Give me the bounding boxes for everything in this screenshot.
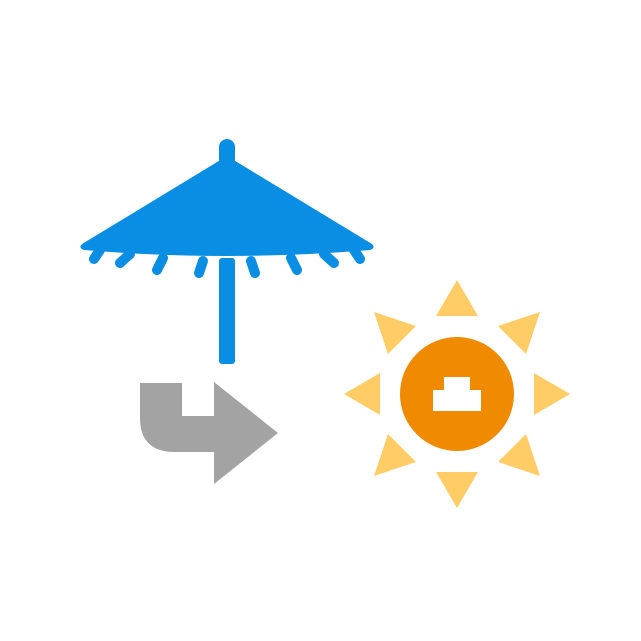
- sun-rays: [344, 280, 570, 508]
- sun-ray-top-right: [498, 312, 540, 354]
- sun-icon: [344, 280, 570, 508]
- arrow-body: [140, 382, 278, 484]
- sun-ray-right: [534, 373, 570, 415]
- turn-right-arrow-icon: [140, 382, 278, 484]
- parasol-canopy: [80, 156, 374, 256]
- parasol-icon: [80, 139, 374, 364]
- sun-ray-bottom: [436, 472, 478, 508]
- sun-ray-left: [344, 373, 380, 415]
- sun-ray-top-left: [374, 312, 416, 354]
- building-icon: [433, 377, 481, 411]
- parasol-fringe: [89, 245, 365, 278]
- sun-ray-top: [436, 280, 478, 316]
- sun-ray-bottom-left: [374, 434, 416, 476]
- sun-ray-bottom-right: [498, 434, 540, 476]
- parasol-pole: [219, 258, 235, 364]
